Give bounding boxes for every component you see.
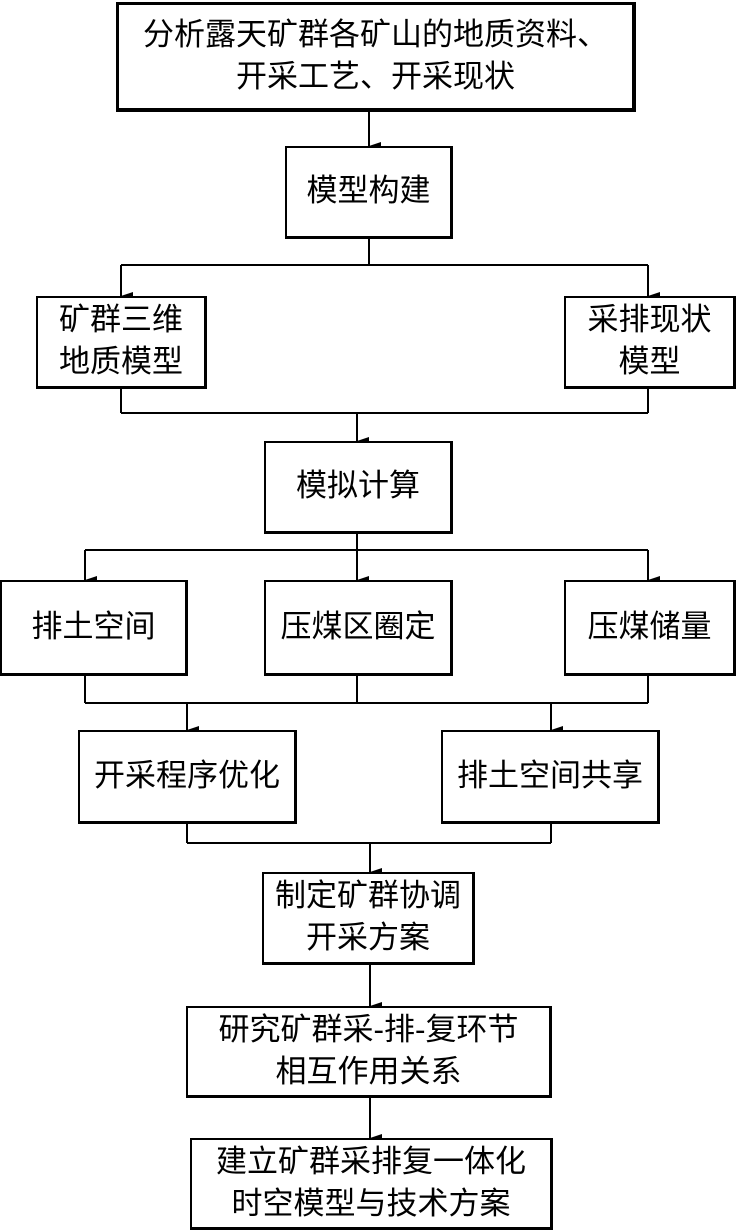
node-dump-sharing: 排土空间共享 (441, 730, 660, 824)
node-text: 模型 (618, 344, 681, 380)
node-dump-space: 排土空间 (0, 580, 188, 676)
node-text: 排土空间共享 (457, 757, 643, 794)
node-text: 压煤区圈定 (280, 608, 436, 645)
node-text: 开采程序优化 (94, 757, 280, 794)
node-text: 采排现状 (587, 302, 712, 339)
node-coord-plan: 制定矿群协调 开采方案 (262, 872, 475, 965)
node-text: 矿群三维 (59, 302, 183, 339)
node-text: 建立矿群采排复一体化 (216, 1143, 526, 1180)
node-text: 分析露天矿群各矿山的地质资料、 (143, 16, 608, 53)
node-coal-zone: 压煤区圈定 (264, 580, 453, 676)
node-text: 排土空间 (31, 608, 156, 645)
node-geo-model: 矿群三维 地质模型 (36, 296, 207, 389)
node-text: 开采工艺、开采现状 (236, 58, 515, 95)
node-interaction: 研究矿群采-排-复环节 相互作用关系 (186, 1006, 552, 1098)
node-sequence-opt: 开采程序优化 (78, 730, 297, 824)
node-text: 地质模型 (59, 344, 183, 380)
node-text: 研究矿群采-排-复环节 (218, 1011, 519, 1048)
node-text: 模拟计算 (296, 468, 420, 505)
node-text: 压煤储量 (587, 608, 712, 645)
node-text: 开采方案 (306, 920, 430, 956)
node-build-model: 模型构建 (285, 146, 453, 239)
node-text: 时空模型与技术方案 (231, 1185, 511, 1222)
node-mining-status-model: 采排现状 模型 (564, 296, 736, 389)
node-analyze: 分析露天矿群各矿山的地质资料、 开采工艺、开采现状 (116, 2, 636, 112)
node-integrated-model: 建立矿群采排复一体化 时空模型与技术方案 (190, 1138, 553, 1230)
node-text: 模型构建 (306, 173, 431, 210)
node-text: 制定矿群协调 (275, 878, 461, 915)
node-coal-reserve: 压煤储量 (564, 580, 736, 676)
node-simulation: 模拟计算 (264, 441, 453, 534)
node-text: 相互作用关系 (275, 1053, 462, 1090)
